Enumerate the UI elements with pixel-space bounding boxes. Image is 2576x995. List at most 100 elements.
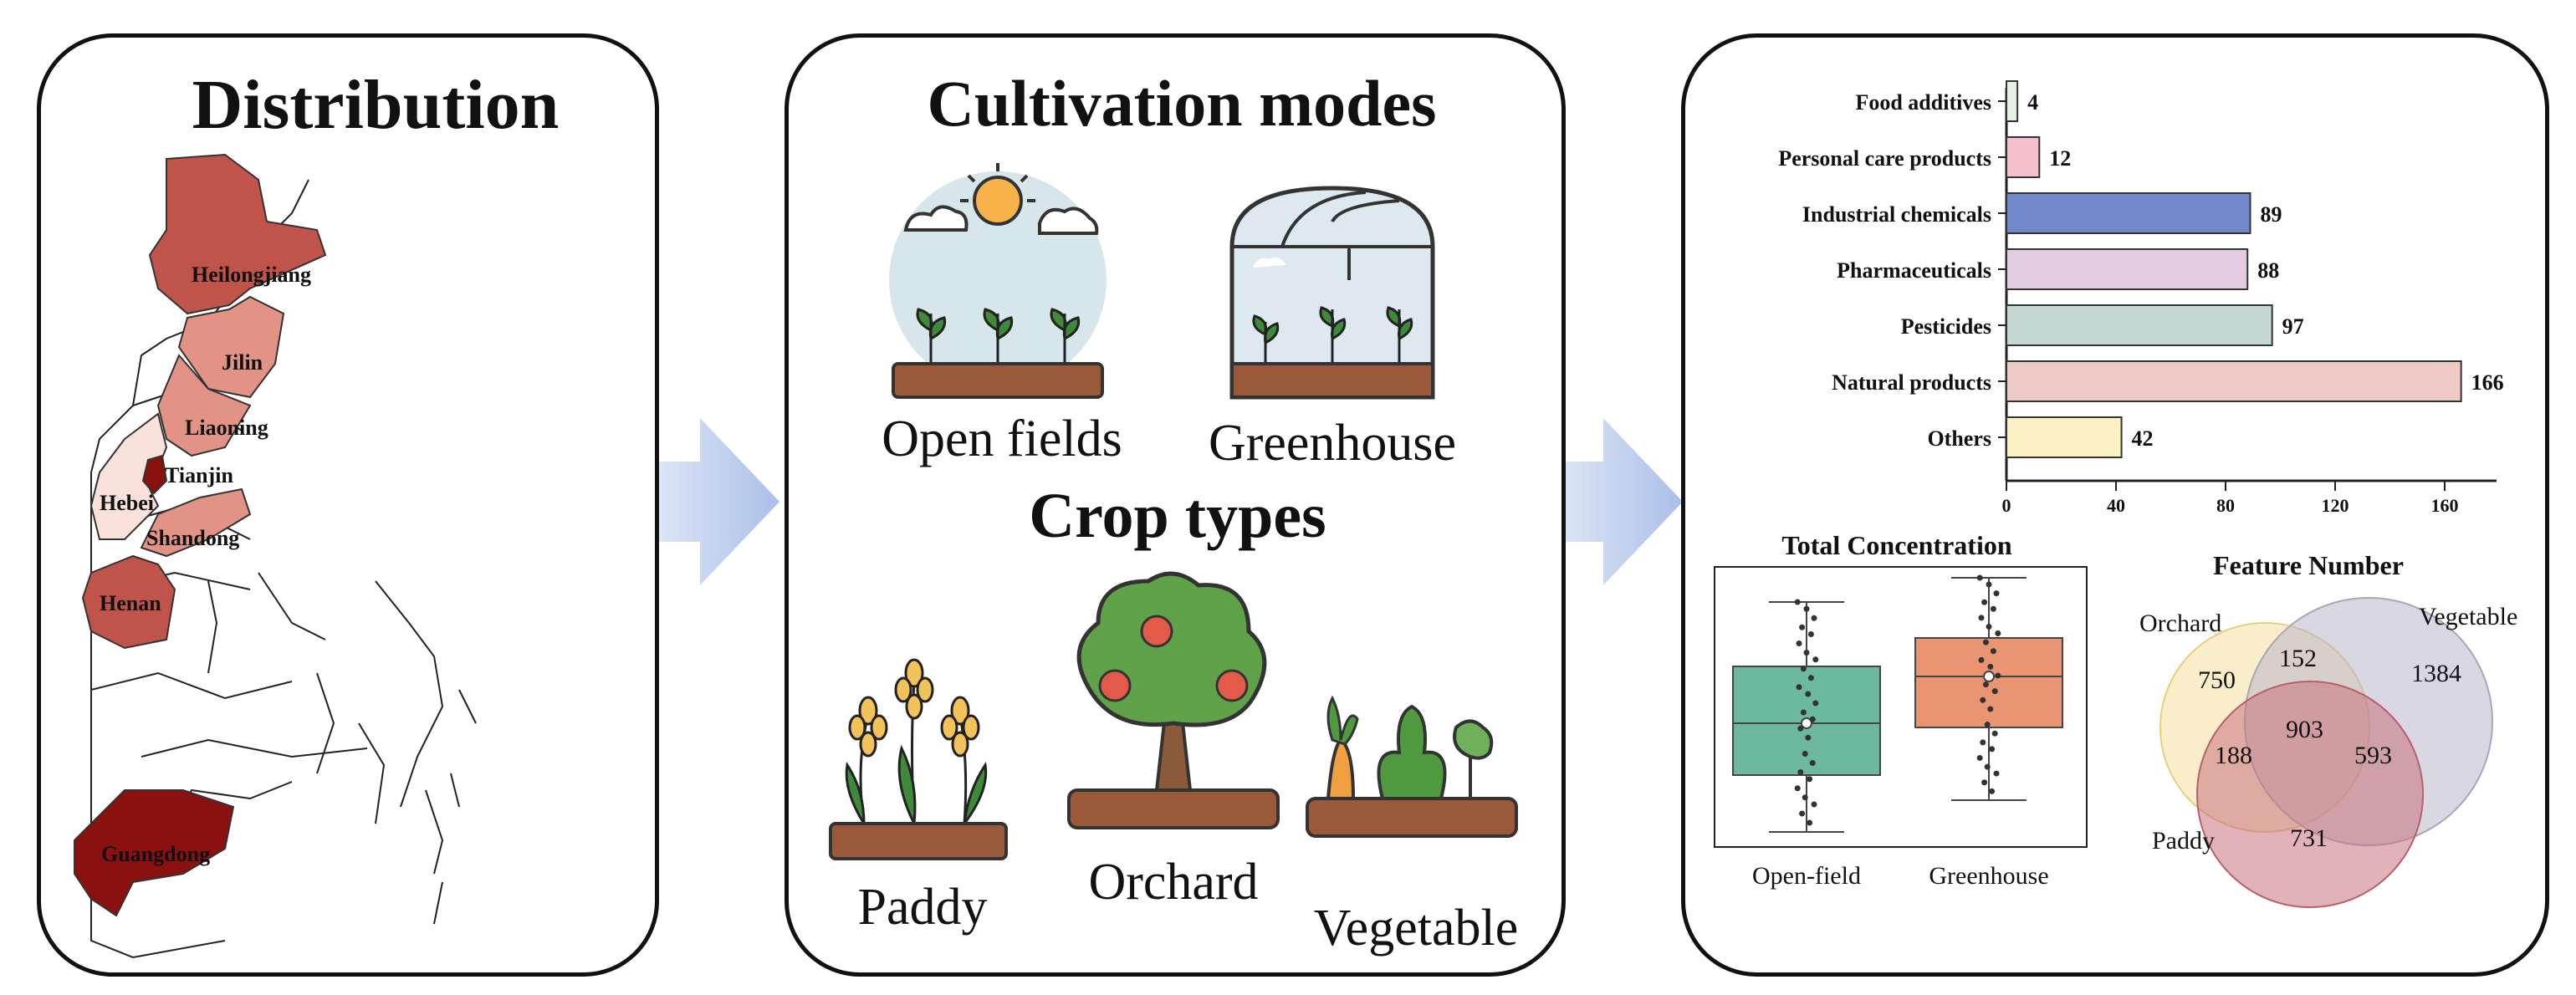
- box-point: [1981, 599, 1988, 605]
- boxplot-title: Total Concentration: [1781, 530, 2011, 560]
- box-point: [1797, 769, 1804, 775]
- box-point: [1986, 581, 1992, 588]
- open-fields-label: Open fields: [882, 411, 1122, 467]
- venn-set-paddy: Paddy: [2152, 827, 2215, 855]
- province-heilongjiang: [148, 153, 327, 315]
- box-point: [1809, 760, 1816, 766]
- cultivation-title: Cultivation modes: [928, 67, 1437, 140]
- bar-x-tick-label: 80: [2216, 495, 2235, 516]
- box-point: [1989, 746, 1996, 753]
- bar-value-label: 42: [2132, 426, 2154, 451]
- box-point: [1987, 706, 1994, 712]
- province-jilin: [177, 295, 285, 399]
- box-point: [1989, 788, 1996, 794]
- venn-title: Feature Number: [2213, 550, 2404, 580]
- box-point: [1976, 574, 1983, 581]
- label-hebei: Hebei: [100, 491, 154, 515]
- bar-food-additives: [2006, 80, 2019, 122]
- box-point: [1794, 599, 1801, 605]
- bar-value-label: 88: [2257, 258, 2279, 283]
- feature-number-venn: Feature Number Orchard Vegetable Paddy 7…: [2139, 550, 2517, 908]
- box-point: [1990, 648, 1996, 655]
- box-point: [1984, 763, 1991, 770]
- box-point: [1987, 663, 1994, 670]
- label-henan: Henan: [100, 591, 161, 615]
- bar-pharmaceuticals: [2006, 248, 2249, 290]
- box-point: [1805, 734, 1812, 741]
- bar-pesticides: [2006, 304, 2273, 346]
- box-point: [1807, 819, 1813, 826]
- paddy-icon: [829, 658, 1008, 860]
- box-mean: [1983, 671, 1995, 682]
- box-point: [1803, 605, 1810, 612]
- bar-value-label: 166: [2471, 370, 2504, 395]
- cultivation-panel: Cultivation modes Open fields: [785, 33, 1566, 977]
- venn-set-vegetable: Vegetable: [2419, 603, 2517, 630]
- vegetable-icon: [1306, 695, 1518, 838]
- arrow-1: [577, 418, 779, 585]
- venn-paddy-only: 731: [2290, 824, 2328, 852]
- venn-set-orchard: Orchard: [2139, 610, 2221, 637]
- boxplot-label-open-field: Open-field: [1752, 862, 1861, 890]
- province-tianjin: [141, 454, 168, 495]
- bar-x-tick-label: 120: [2322, 495, 2349, 516]
- box-point: [1991, 688, 1998, 695]
- bar-category-label: Personal care products: [1778, 146, 1991, 171]
- bar-value-label: 12: [2049, 146, 2071, 171]
- box-point: [1803, 650, 1810, 656]
- box-point: [1995, 630, 2001, 636]
- label-guangdong: Guangdong: [101, 842, 210, 866]
- box-point: [1981, 779, 1988, 786]
- orchard-label: Orchard: [1088, 854, 1258, 911]
- box-body: [1914, 637, 2063, 728]
- bar-category-label: Pesticides: [1901, 314, 1991, 339]
- venn-orchard-paddy: 188: [2215, 742, 2252, 769]
- box-point: [1794, 785, 1801, 792]
- province-henan: [81, 554, 176, 650]
- venn-orchard-only: 750: [2198, 666, 2236, 694]
- bar-category-label: Natural products: [1832, 370, 1991, 395]
- bar-x-tick-label: 0: [2002, 495, 2011, 516]
- distribution-svg: Distribution: [74, 66, 559, 959]
- arrow-2: [1480, 418, 1683, 585]
- bar-natural-products: [2006, 360, 2462, 402]
- box-point: [1982, 639, 1989, 645]
- venn-circle-paddy: [2196, 681, 2424, 908]
- box-point: [1796, 640, 1802, 646]
- box-point: [1993, 770, 2000, 777]
- box-point: [1809, 716, 1816, 722]
- box-point: [1990, 605, 1996, 612]
- venn-vegetable-only: 1384: [2411, 660, 2461, 687]
- bar-x-tick-label: 160: [2431, 495, 2459, 516]
- bar-category-label: Pharmaceuticals: [1837, 258, 1991, 283]
- venn-vegetable-paddy: 593: [2354, 742, 2392, 769]
- bar-x-tick-label: 40: [2107, 495, 2125, 516]
- box-point: [1811, 801, 1817, 808]
- box-point: [1802, 794, 1808, 801]
- box-point: [1995, 672, 2001, 679]
- box-point: [1976, 754, 1983, 761]
- box-point: [1800, 666, 1807, 672]
- venn-all-three: 903: [2286, 716, 2323, 743]
- venn-orchard-vegetable: 152: [2279, 645, 2317, 672]
- bar-category-label: Industrial chemicals: [1802, 202, 1991, 227]
- box-point: [1812, 656, 1819, 663]
- box-point: [1807, 675, 1814, 681]
- bar-personal-care-products: [2006, 136, 2041, 178]
- bar-value-label: 89: [2260, 202, 2282, 227]
- box-point: [1799, 624, 1806, 630]
- province-hebei: [89, 412, 168, 540]
- bar-category-label: Others: [1927, 426, 1991, 451]
- province-liaoning: [156, 354, 252, 457]
- box-point: [1984, 722, 1991, 728]
- province-guangdong: [74, 789, 235, 917]
- label-heilongjiang: Heilongjiang: [192, 263, 311, 287]
- box-point: [1991, 730, 1998, 737]
- crop-types-title: Crop types: [1029, 481, 1326, 551]
- cultivation-svg: Cultivation modes Open fields: [829, 67, 1518, 957]
- distribution-panel: Distribution: [37, 33, 659, 977]
- total-concentration-boxplot: Total Concentration Open-field Greenhous…: [1714, 530, 2088, 890]
- box-point: [1802, 751, 1808, 757]
